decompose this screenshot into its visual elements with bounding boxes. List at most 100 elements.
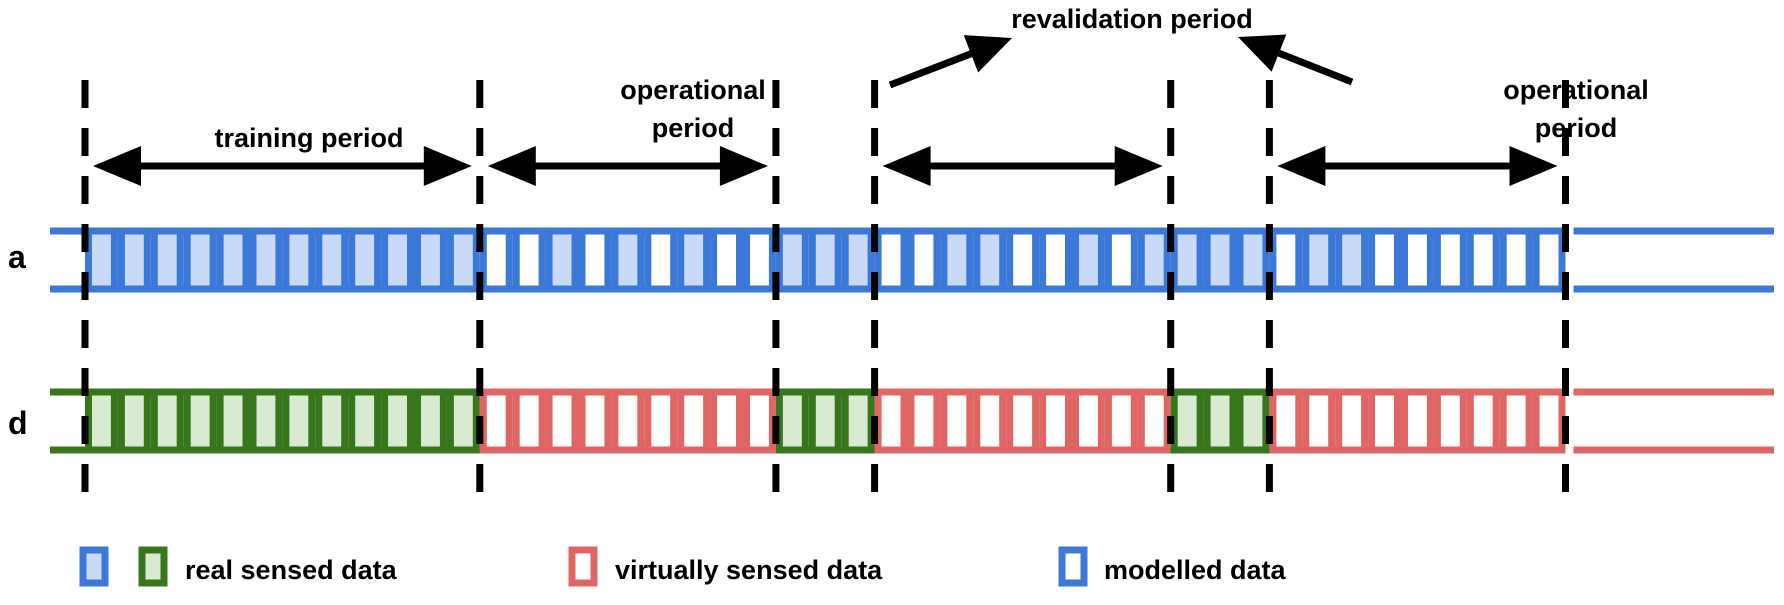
revalidation-period-label: revalidation period [1011, 4, 1253, 34]
row-d-cell [545, 388, 579, 454]
row-label-a: a [8, 239, 26, 275]
row-a-cell [1039, 227, 1072, 293]
row-a-cell [512, 227, 546, 293]
row-d-cell [414, 388, 447, 454]
row-a-cell [446, 227, 480, 293]
row-d-cell [677, 388, 711, 454]
legend-real-label: real sensed data [185, 555, 398, 585]
row-d-cell [512, 388, 546, 454]
row-d-cell [611, 388, 645, 454]
row-d-cell [1335, 388, 1369, 454]
operational-period-label-right-line1: operational [1503, 75, 1649, 105]
row-d-cell [1269, 388, 1303, 454]
row-a-cell [808, 227, 842, 293]
row-d-cell [150, 388, 184, 454]
row-a-cell [183, 227, 217, 293]
row-a-cell [249, 227, 283, 293]
row-d-cell [1368, 388, 1401, 454]
row-a-cell [677, 227, 711, 293]
row-a-cell [381, 227, 415, 293]
row-d-cell [216, 388, 250, 454]
row-d-cell [808, 388, 842, 454]
row-d-cell [578, 388, 612, 454]
arrow-head-right [423, 146, 472, 186]
row-a-cell [1170, 227, 1204, 293]
revalidation-pointer-right-head [1238, 34, 1287, 72]
row-a-cell [907, 227, 941, 293]
arrow-head-left [882, 146, 931, 186]
row-a-cell [348, 227, 382, 293]
row-a-cell [1269, 227, 1303, 293]
row-a-cell [973, 227, 1007, 293]
row-d-cell [1072, 388, 1105, 454]
row-d-cell [315, 388, 349, 454]
row-a-cell [414, 227, 447, 293]
row-d-cell [644, 388, 678, 454]
row-d-cell [183, 388, 217, 454]
arrow-head-left [93, 146, 141, 186]
revalidation-pointer-left-shaft [888, 50, 973, 89]
row-d-cell [117, 388, 151, 454]
row-label-d: d [8, 405, 28, 441]
row-d-cell [282, 388, 316, 454]
row-d-cell [1302, 388, 1336, 454]
legend-virtual-label: virtually sensed data [615, 555, 883, 585]
row-d-cell [1433, 388, 1467, 454]
row-a-cell [1006, 227, 1040, 293]
row-d-cell [940, 388, 974, 454]
row-d-cell [775, 388, 809, 454]
row-a-cell [841, 227, 875, 293]
row-a-cell [940, 227, 974, 293]
legend-real-green-swatch [138, 546, 168, 587]
arrow-head-right [719, 146, 768, 186]
row-a-cell [775, 227, 809, 293]
revalidation-pointer-left-head [963, 35, 1012, 73]
row-a-cell [1433, 227, 1467, 293]
row-d-cell [249, 388, 283, 454]
row-d-cell [446, 388, 480, 454]
arrow-head-right [1509, 146, 1558, 186]
row-d-cell [973, 388, 1007, 454]
row-d-cell [85, 388, 118, 454]
row-a-cell [1203, 227, 1237, 293]
row-d-cell [1104, 388, 1138, 454]
row-a-cell [743, 227, 776, 293]
row-a-cell [874, 227, 908, 293]
row-d-cell [1236, 388, 1270, 454]
row-d-cell [1203, 388, 1237, 454]
row-d-cell [1532, 388, 1566, 454]
row-d-cell [841, 388, 875, 454]
row-a-cell [216, 227, 250, 293]
row-a-cell [117, 227, 151, 293]
arrow-head-left [487, 146, 536, 186]
arrow-head-left [1277, 146, 1326, 186]
row-a-cell [1137, 227, 1171, 293]
row-d-cell [1466, 388, 1500, 454]
training-period-label: training period [215, 123, 404, 153]
row-a-cell [1401, 227, 1434, 293]
row-a-cell [1368, 227, 1401, 293]
row-a-cell [150, 227, 184, 293]
row-a-cell [644, 227, 678, 293]
row-a-cell [1532, 227, 1566, 293]
row-a-cell [578, 227, 612, 293]
row-a-cell [282, 227, 316, 293]
row-d-cell [1006, 388, 1040, 454]
row-a-cell [611, 227, 645, 293]
row-a-cell [1072, 227, 1105, 293]
row-d-cell [907, 388, 941, 454]
row-d-cell [479, 388, 513, 454]
legend-real-blue-swatch [79, 546, 109, 587]
row-d-cell [743, 388, 776, 454]
row-d-cell [1039, 388, 1072, 454]
revalidation-pointer-right-shaft [1277, 49, 1354, 86]
row-a-cell [1104, 227, 1138, 293]
row-a-cell [1466, 227, 1500, 293]
legend-modelled-label: modelled data [1104, 555, 1287, 585]
operational-period-label-right-line2: period [1535, 113, 1618, 143]
row-a-cell [545, 227, 579, 293]
row-d-cell [1137, 388, 1171, 454]
operational-period-label-left-line2: period [652, 113, 735, 143]
